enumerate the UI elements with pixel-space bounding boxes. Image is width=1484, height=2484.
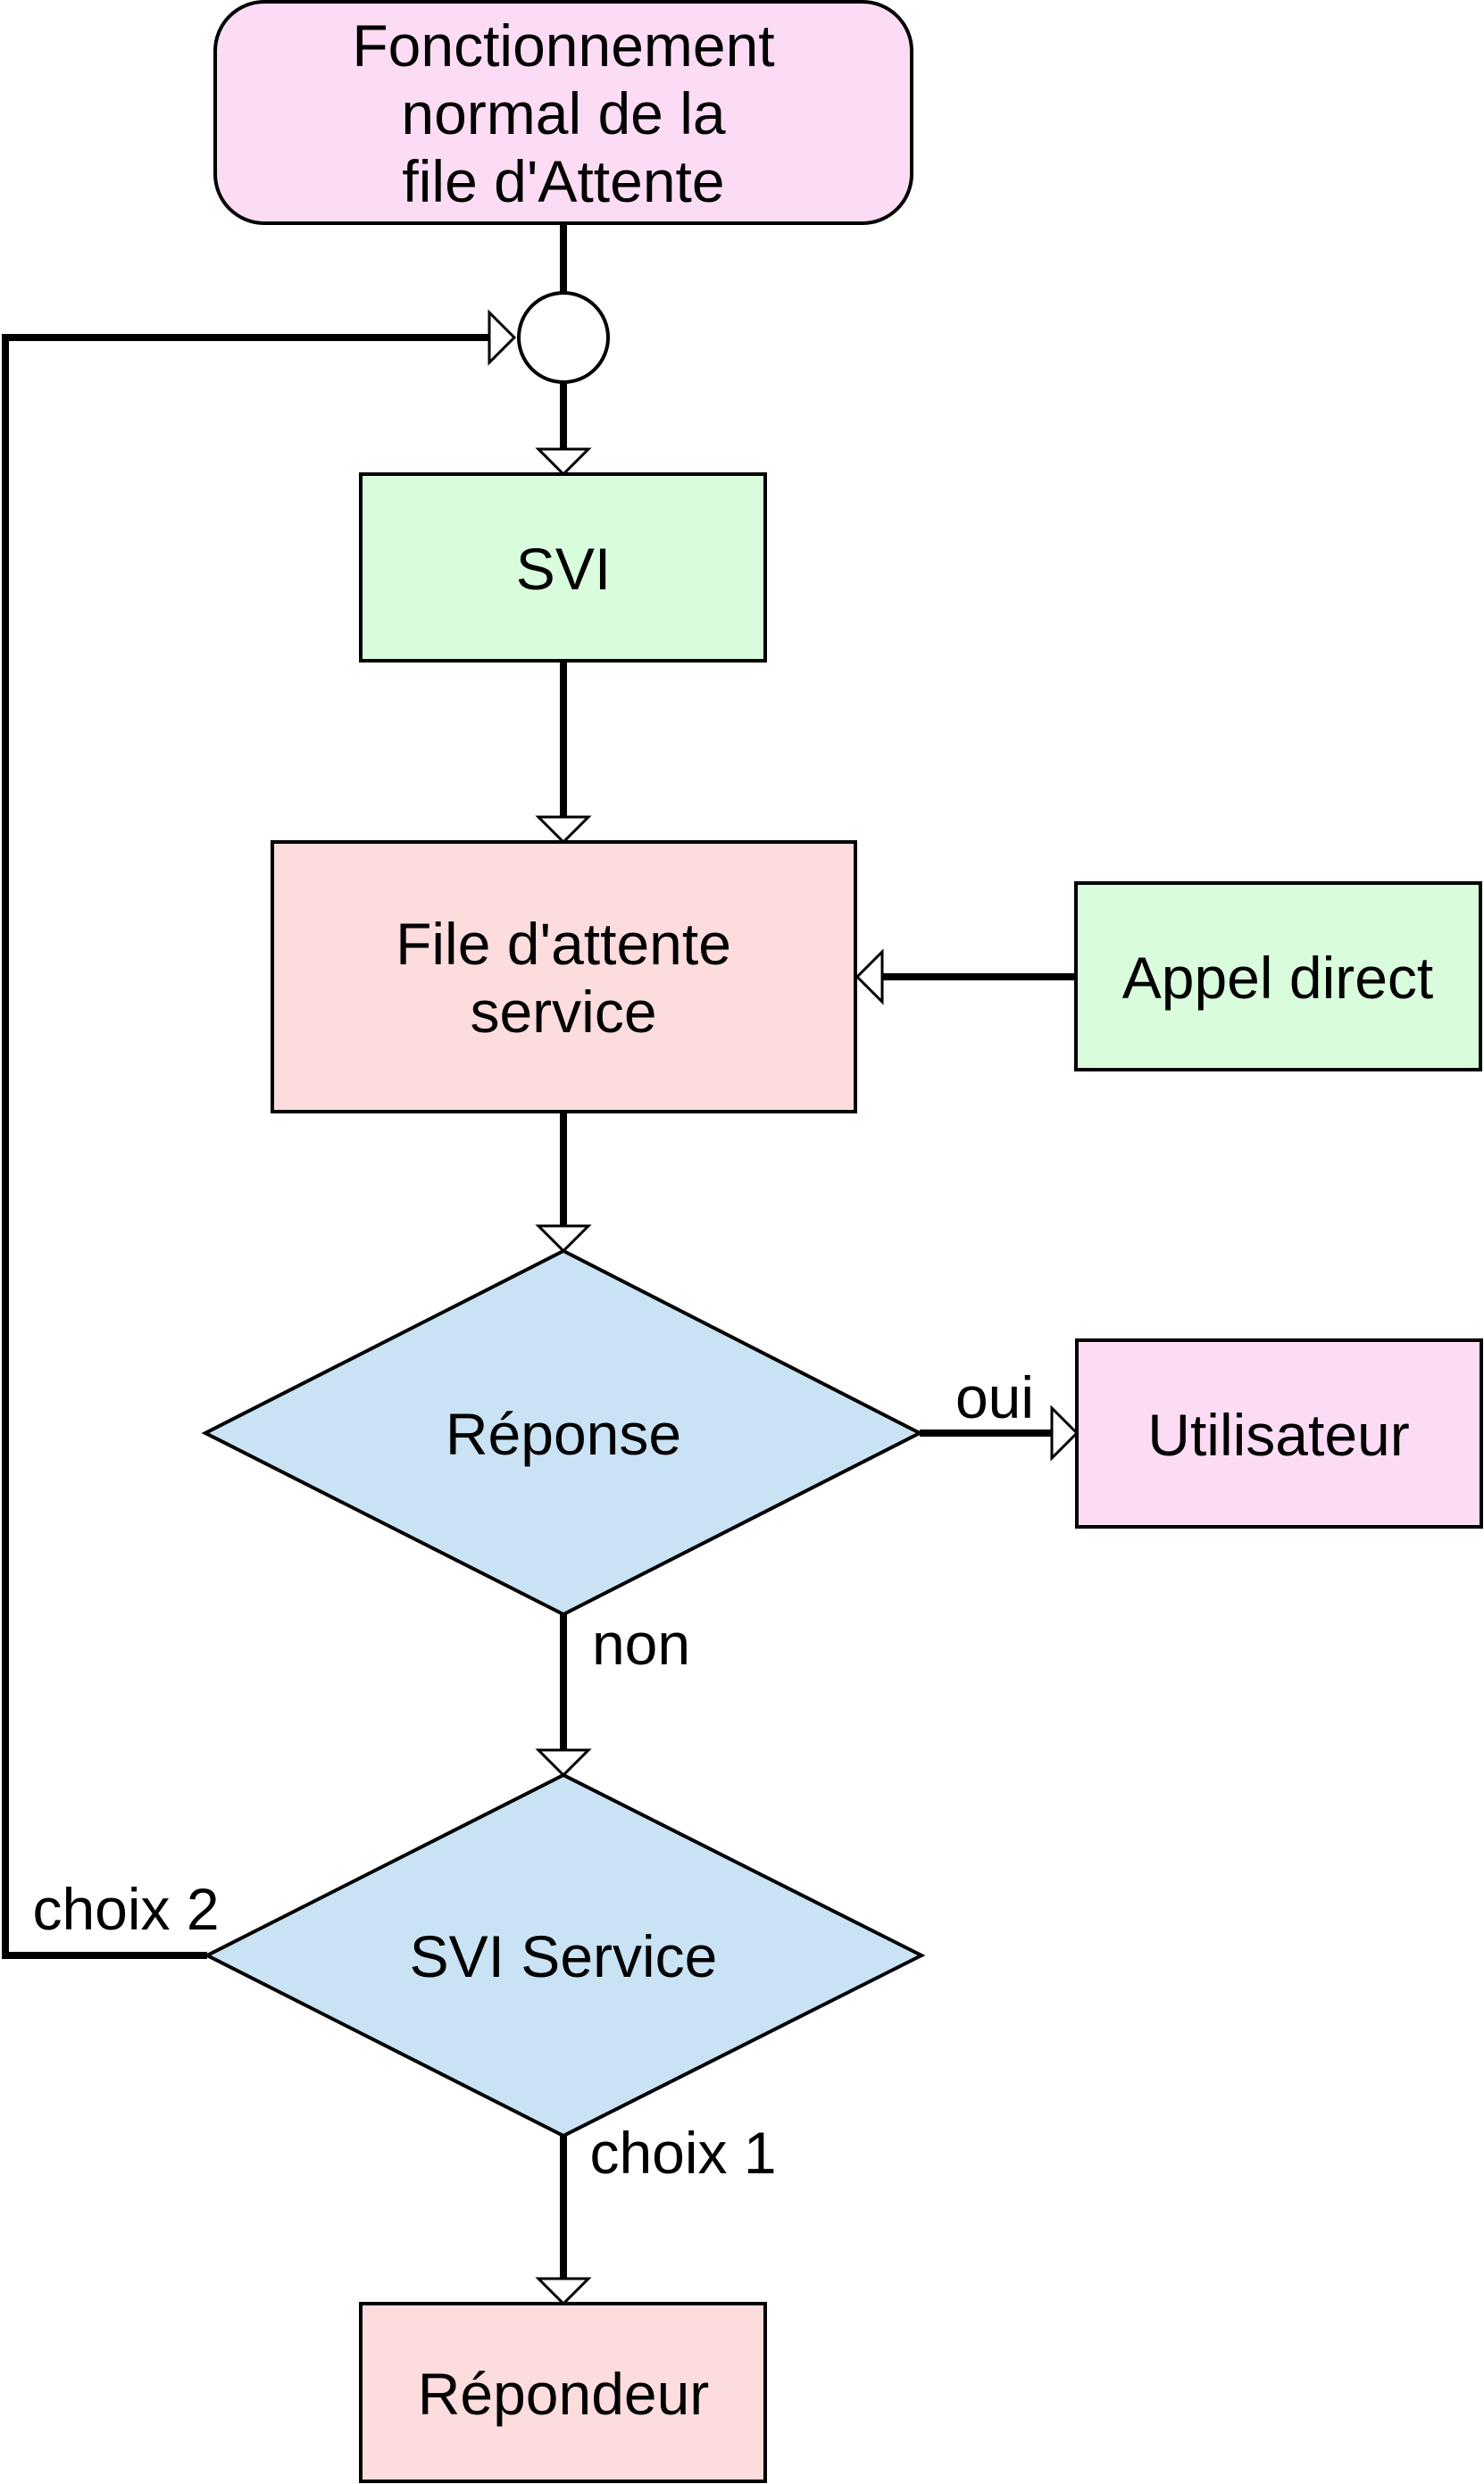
arrowhead-into-answering-machine: [535, 2277, 592, 2306]
merge-junction: [517, 291, 610, 384]
svi-service-decision: SVI Service: [203, 1772, 926, 2138]
edge-label-yes: oui: [955, 1364, 1034, 1430]
arrowhead-into-svi-service: [535, 1748, 592, 1778]
svi-service-label-line: SVI Service: [410, 1923, 718, 1989]
svi-service-decision-label: SVI Service: [410, 1923, 718, 1989]
user-node-label: Utilisateur: [1147, 1402, 1409, 1468]
start-label-line: Fonctionnement: [352, 13, 774, 79]
response-decision: Réponse: [201, 1248, 924, 1617]
direct-call-label-line: Appel direct: [1122, 945, 1434, 1011]
svi-node: SVI: [359, 472, 767, 663]
connectors: [2, 223, 1076, 2279]
direct-call-node-label: Appel direct: [1122, 945, 1434, 1011]
answering-machine-label-line: Répondeur: [418, 2361, 710, 2427]
queue-label-line: service: [470, 979, 656, 1045]
arrowhead-into-queue: [535, 815, 592, 845]
direct-call-node: Appel direct: [1074, 881, 1482, 1071]
response-label-line: Réponse: [446, 1401, 681, 1467]
arrowheads: [488, 309, 1080, 2306]
arrowhead-into-queue-side: [855, 948, 884, 1005]
answering-machine-node: Répondeur: [359, 2302, 767, 2483]
queue-label-line: File d'attente: [396, 911, 731, 977]
start-label-line: normal de la: [401, 80, 725, 146]
user-label-line: Utilisateur: [1147, 1402, 1409, 1468]
edge-label-choice2: choix 2: [32, 1876, 219, 1942]
arrowhead-into-svi: [535, 447, 592, 477]
edge-label-choice1: choix 1: [589, 2120, 776, 2186]
edge-svi-service-choice2-loop: [2, 334, 489, 1959]
answering-machine-node-label: Répondeur: [418, 2361, 710, 2427]
arrowhead-into-response: [535, 1224, 592, 1254]
edge-label-no: non: [592, 1611, 690, 1677]
arrowhead-into-junction: [488, 309, 517, 366]
response-decision-label: Réponse: [446, 1401, 681, 1467]
svi-label-line: SVI: [516, 536, 611, 602]
svi-node-label: SVI: [516, 536, 611, 602]
user-node: Utilisateur: [1075, 1338, 1483, 1529]
arrowhead-into-user: [1050, 1405, 1080, 1462]
start-label-line: file d'Attente: [402, 148, 724, 214]
